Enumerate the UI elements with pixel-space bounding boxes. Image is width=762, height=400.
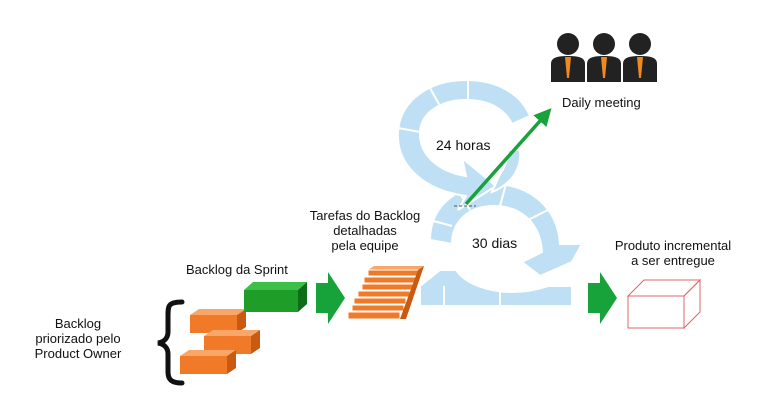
daily-meeting-people: [551, 33, 657, 82]
task-bricks-stack: [347, 266, 424, 320]
daily-meeting-label: Daily meeting: [562, 95, 641, 110]
brick-icon: [180, 350, 236, 374]
brick-icon: [204, 330, 260, 354]
green-box-icon: [244, 282, 307, 312]
person-icon: [623, 33, 657, 82]
curly-brace-icon: [157, 299, 185, 386]
brick-icon: [190, 309, 246, 333]
sprint-cycle-label: 30 dias: [472, 235, 518, 251]
sprint-backlog-label: Backlog da Sprint: [186, 262, 288, 277]
diagonal-arrow-icon: [464, 108, 552, 206]
product-backlog-bricks: [180, 309, 260, 374]
person-icon: [587, 33, 621, 82]
daily-cycle-label: 24 horas: [436, 137, 491, 153]
tasks-label: Tarefas do Backlog detalhadas pela equip…: [309, 208, 421, 253]
right-arrow-icon: [316, 272, 345, 324]
person-icon: [551, 33, 585, 82]
wireframe-box-icon: [626, 278, 702, 330]
increment-label: Produto incremental a ser entregue: [614, 238, 732, 268]
product-backlog-label: Backlog priorizado pelo Product Owner: [34, 316, 122, 361]
right-arrow-icon: [588, 272, 617, 324]
